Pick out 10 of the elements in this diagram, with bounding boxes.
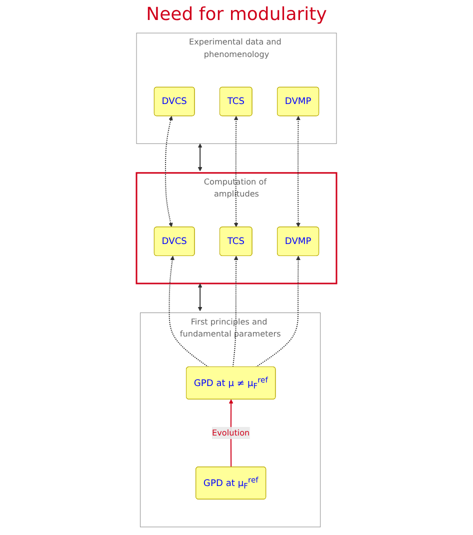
arrow [296, 116, 300, 228]
arrow [232, 256, 238, 368]
arrow [234, 116, 238, 228]
arrow [256, 256, 300, 368]
arrow [165, 116, 173, 228]
arrow [198, 283, 202, 312]
edge-label: Evolution [212, 428, 250, 438]
arrow [168, 256, 209, 368]
arrow [198, 143, 202, 172]
note-text: Need for modularity [146, 4, 327, 25]
